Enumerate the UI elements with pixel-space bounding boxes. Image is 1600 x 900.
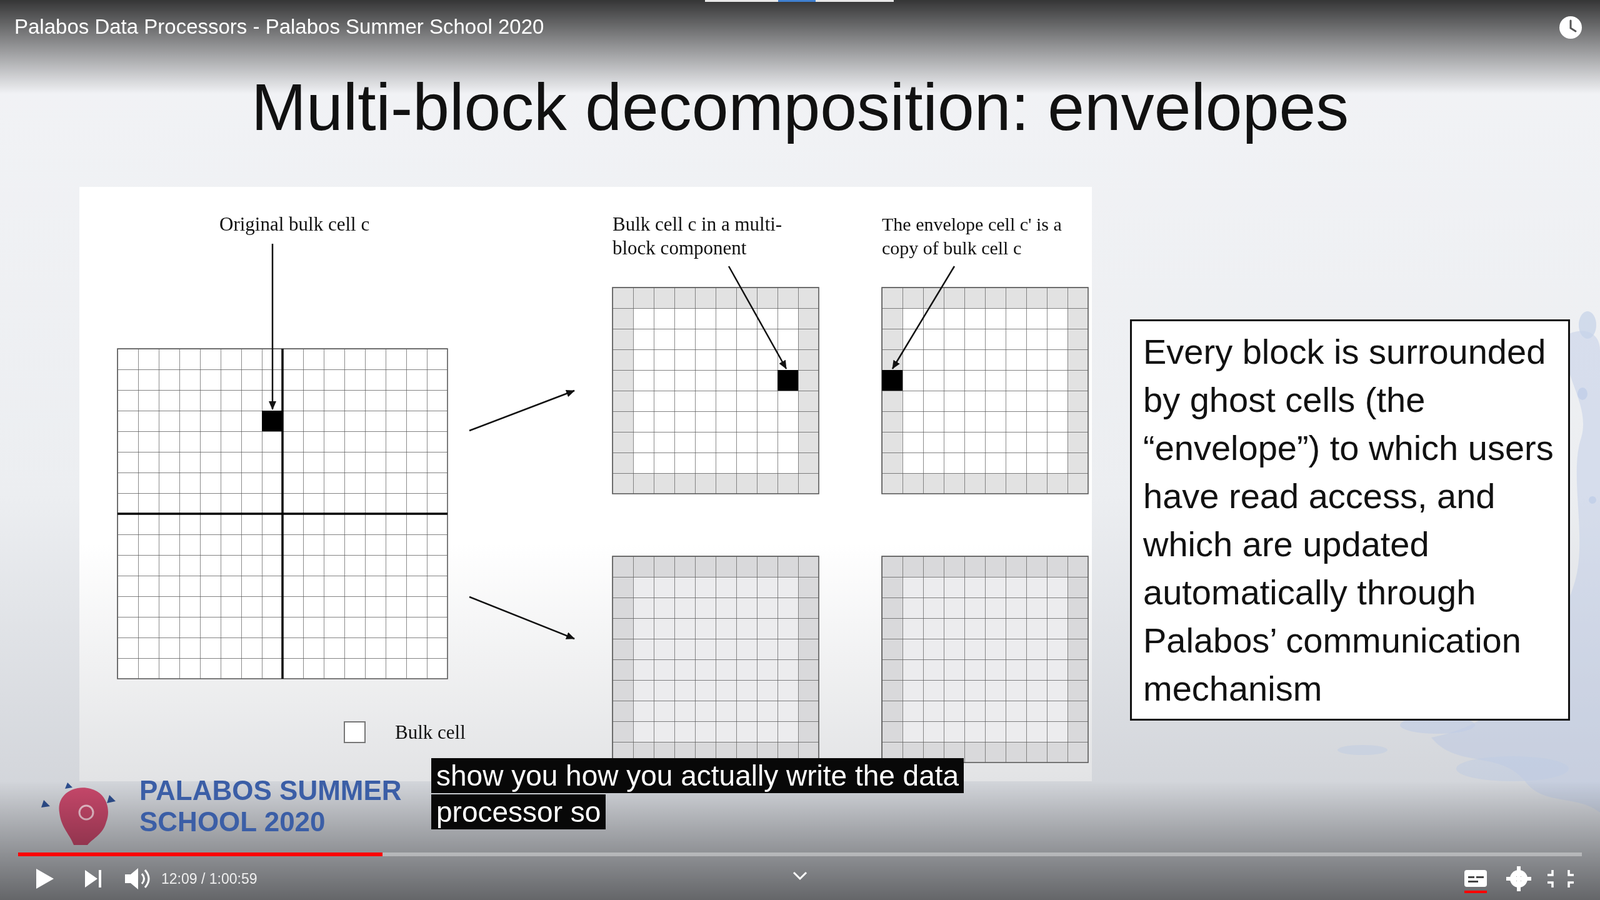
block-grid-part xyxy=(881,287,1089,494)
block-grid-part xyxy=(612,556,819,763)
block-grid-part xyxy=(881,370,903,391)
original-grid xyxy=(117,348,448,679)
clock-icon-part xyxy=(1559,16,1582,39)
player-controls-part xyxy=(1468,876,1475,879)
water-splash-part xyxy=(1456,756,1569,782)
block-grid-part xyxy=(881,556,1089,763)
callout-text: Every block is surrounded by ghost cells… xyxy=(1143,327,1559,713)
leader-arrows-part xyxy=(469,390,575,431)
block-grid-part xyxy=(881,287,1089,494)
block-grid-part xyxy=(881,287,1089,494)
player-controls-part xyxy=(1476,876,1484,879)
water-splash-part xyxy=(1577,387,1588,400)
block-grid-part xyxy=(612,287,819,494)
leader-arrows-part xyxy=(892,266,955,369)
player-controls-part xyxy=(36,868,54,889)
figure-label: Original bulk cell c xyxy=(219,212,370,237)
top-indicator xyxy=(705,0,894,2)
original-grid-part xyxy=(117,348,448,679)
water-splash-part xyxy=(1578,311,1597,339)
clock-icon-part xyxy=(1570,20,1576,32)
leader-arrows-part xyxy=(271,243,274,410)
video-title: Palabos Data Processors - Palabos Summer… xyxy=(14,13,544,40)
player-controls-part xyxy=(125,868,139,890)
original-grid-part xyxy=(117,348,448,679)
player-controls-part xyxy=(145,870,149,888)
player-controls-part xyxy=(1547,870,1574,888)
subtitle-text: show you how you actually write the data… xyxy=(431,758,964,830)
time-display: 12:09 / 1:00:59 xyxy=(161,869,257,889)
block-grid-part xyxy=(612,556,819,763)
player-controls xyxy=(36,866,1574,894)
player-controls-part xyxy=(1506,876,1532,881)
leader-arrows-part xyxy=(728,266,787,369)
player-controls-part xyxy=(141,873,145,884)
block-grid-part xyxy=(612,287,819,494)
progress-bar-part xyxy=(18,852,383,857)
figure-label: The envelope cell c' is a copy of bulk c… xyxy=(881,212,1085,260)
leader-arrows xyxy=(272,243,955,639)
legend-text: Bulk cell xyxy=(395,720,466,745)
original-grid-part xyxy=(117,348,448,679)
figure-label: Bulk cell c in a multi-block component xyxy=(612,212,825,260)
block-grid xyxy=(612,287,819,494)
block-grid xyxy=(881,556,1089,763)
player-controls-part xyxy=(1468,880,1479,883)
water-splash-part xyxy=(1337,745,1388,755)
original-grid-part xyxy=(261,410,283,432)
original-grid-part xyxy=(117,512,448,515)
top-indicator-part xyxy=(778,0,816,2)
leader-arrows-part xyxy=(469,596,575,639)
slide-title: Multi-block decomposition: envelopes xyxy=(0,67,1600,147)
block-grid xyxy=(612,556,819,763)
player-controls-part xyxy=(793,872,807,879)
block-grid-part xyxy=(612,556,819,763)
white-panel xyxy=(79,186,1092,782)
subtitle: show you how you actually write the data… xyxy=(431,757,994,830)
logo-text: PALABOS SUMMER SCHOOL 2020 xyxy=(139,775,421,838)
player-controls-part xyxy=(85,870,98,888)
block-grid-part xyxy=(881,556,1089,763)
player-controls-part xyxy=(1464,870,1487,887)
progress-bar xyxy=(18,852,1582,857)
block-grid xyxy=(881,287,1089,494)
block-grid-part xyxy=(612,287,819,494)
block-grid-part xyxy=(777,370,799,391)
water-splash-part xyxy=(1588,496,1597,504)
callout-box: Every block is surrounded by ghost cells… xyxy=(1130,319,1570,721)
clock-icon xyxy=(1559,16,1582,39)
player-controls-part xyxy=(1464,890,1487,894)
legend-swatch xyxy=(343,721,366,744)
block-grid-part xyxy=(881,556,1089,763)
top-indicator-part xyxy=(705,0,894,2)
progress-bar-part xyxy=(18,852,1582,857)
player-controls-part xyxy=(98,870,102,888)
